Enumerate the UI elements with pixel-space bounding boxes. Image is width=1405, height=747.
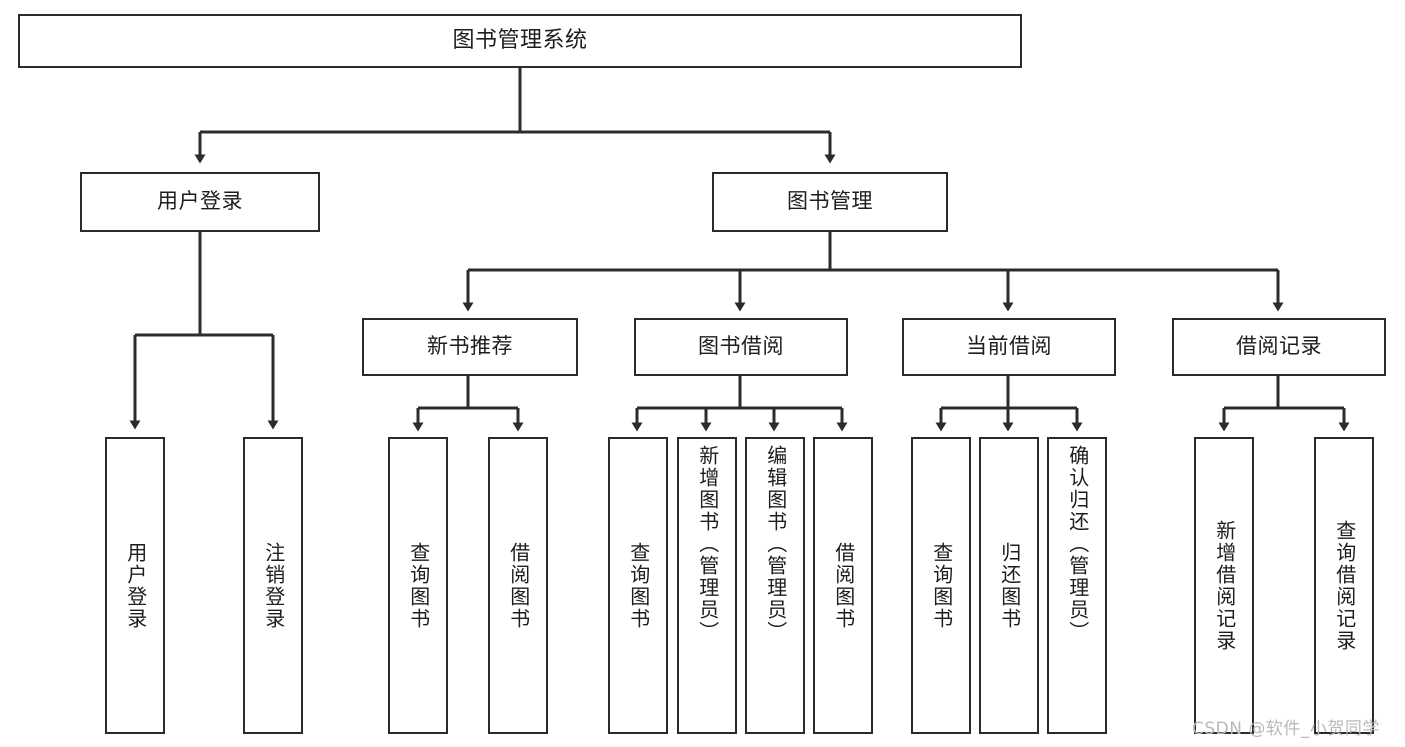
node-leaf-user-login-label: 用户登录 [123,541,148,630]
node-user-login[interactable]: 用户登录 [80,172,320,232]
node-current-borrow[interactable]: 当前借阅 [902,318,1116,376]
node-new-book-recommend[interactable]: 新书推荐 [362,318,578,376]
node-leaf-borrow-book-2[interactable]: 借阅图书 [813,437,873,734]
node-leaf-add-record[interactable]: 新增借阅记录 [1194,437,1254,734]
node-leaf-query-book-2[interactable]: 查询图书 [608,437,668,734]
node-leaf-return-book-label: 归还图书 [997,541,1022,630]
node-leaf-confirm-return[interactable]: 确认归还（管理员） [1047,437,1107,734]
node-current-borrow-label: 当前借阅 [966,334,1052,359]
node-leaf-add-record-label: 新增借阅记录 [1212,519,1237,652]
node-leaf-query-book-2-label: 查询图书 [626,541,651,630]
node-leaf-borrow-book-2-label: 借阅图书 [831,541,856,630]
node-leaf-query-record[interactable]: 查询借阅记录 [1314,437,1374,734]
node-book-manage-label: 图书管理 [787,189,873,214]
node-leaf-query-record-label: 查询借阅记录 [1332,519,1357,652]
node-leaf-edit-book-label: 编辑图书（管理员） [763,445,788,643]
node-leaf-borrow-book-1-label: 借阅图书 [506,541,531,630]
node-root[interactable]: 图书管理系统 [18,14,1022,68]
node-borrow-record[interactable]: 借阅记录 [1172,318,1386,376]
node-leaf-query-book-3[interactable]: 查询图书 [911,437,971,734]
watermark-text: CSDN @软件_小贺同学 [1192,719,1380,739]
node-book-borrow-label: 图书借阅 [698,334,784,359]
node-leaf-query-book-1-label: 查询图书 [406,541,431,630]
node-leaf-logout-login[interactable]: 注销登录 [243,437,303,734]
node-leaf-user-login[interactable]: 用户登录 [105,437,165,734]
node-new-book-recommend-label: 新书推荐 [427,334,513,359]
node-leaf-edit-book[interactable]: 编辑图书（管理员） [745,437,805,734]
node-book-manage[interactable]: 图书管理 [712,172,948,232]
node-user-login-label: 用户登录 [157,189,243,214]
node-leaf-query-book-3-label: 查询图书 [929,541,954,630]
node-root-label: 图书管理系统 [452,27,588,53]
node-leaf-return-book[interactable]: 归还图书 [979,437,1039,734]
node-leaf-query-book-1[interactable]: 查询图书 [388,437,448,734]
node-leaf-add-book[interactable]: 新增图书（管理员） [677,437,737,734]
node-leaf-borrow-book-1[interactable]: 借阅图书 [488,437,548,734]
node-leaf-logout-login-label: 注销登录 [261,541,286,630]
node-leaf-add-book-label: 新增图书（管理员） [695,445,720,643]
node-borrow-record-label: 借阅记录 [1236,334,1322,359]
node-book-borrow[interactable]: 图书借阅 [634,318,848,376]
node-leaf-confirm-return-label: 确认归还（管理员） [1065,445,1090,643]
